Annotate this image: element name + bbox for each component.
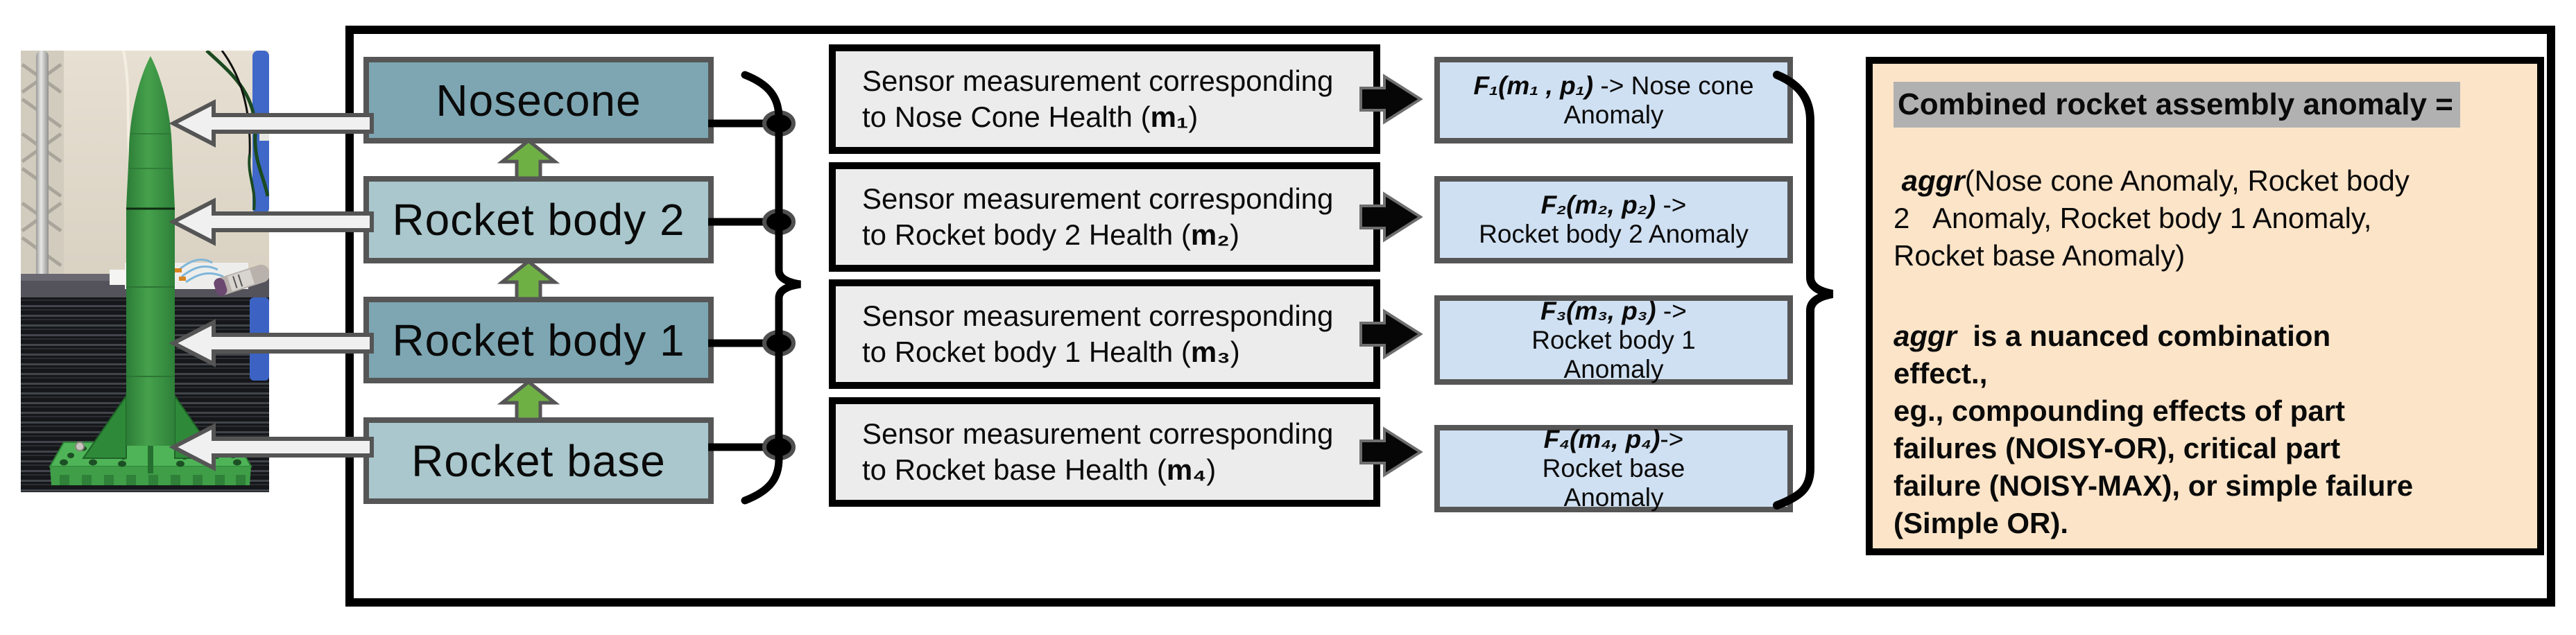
rocket-photo xyxy=(21,51,269,492)
sensor-line2: to Rocket base Health (m₄) xyxy=(862,453,1217,486)
sensor-line1: Sensor measurement corresponding xyxy=(862,182,1334,215)
component-label: Nosecone xyxy=(436,75,642,125)
component-box-rocket-body-1: Rocket body 1 xyxy=(363,297,714,383)
sensor-box-nose-cone: Sensor measurement corresponding to Nose… xyxy=(829,44,1380,154)
function-formula: F₃(m₃, p₃) xyxy=(1540,296,1656,325)
panel-title: Combined rocket assembly anomaly = xyxy=(1894,82,2460,128)
measurement-symbol: m₂ xyxy=(1190,218,1230,251)
anomaly-function-box-rocket-base: F₄(m₄, p₄)-> Rocket base Anomaly xyxy=(1434,425,1793,512)
anomaly-function-box-nose-cone: F₁(m₁ , p₁) -> Nose cone Anomaly xyxy=(1434,57,1793,143)
anomaly-function-box-rocket-body-1: F₃(m₃, p₃) -> Rocket body 1 Anomaly xyxy=(1434,295,1793,385)
component-box-rocket-body-2: Rocket body 2 xyxy=(363,176,714,263)
aggr-function-name: aggr xyxy=(1894,164,1965,197)
component-box-nosecone: Nosecone xyxy=(363,57,714,143)
sensor-line1: Sensor measurement corresponding xyxy=(862,299,1334,332)
sensor-line1: Sensor measurement corresponding xyxy=(862,417,1334,450)
aggr-expression: aggr(Nose cone Anomaly, Rocket body 2 An… xyxy=(1894,164,2410,272)
function-formula: F₄(m₄, p₄) xyxy=(1543,425,1660,453)
aggr-explanation: aggr is a nuanced combination effect., e… xyxy=(1894,320,2414,539)
anomaly-function-box-rocket-body-2: F₂(m₂, p₂) -> Rocket body 2 Anomaly xyxy=(1434,176,1793,263)
component-label: Rocket body 2 xyxy=(392,195,685,245)
measurement-symbol: m₃ xyxy=(1190,336,1230,368)
measurement-symbol: m₁ xyxy=(1150,101,1189,133)
anomaly-function-text: F₄(m₄, p₄)-> Rocket base Anomaly xyxy=(1542,425,1685,512)
sensor-box-rocket-body-1: Sensor measurement corresponding to Rock… xyxy=(829,279,1380,389)
anomaly-function-text: F₃(m₃, p₃) -> Rocket body 1 Anomaly xyxy=(1531,296,1696,383)
sensor-line2: to Rocket body 2 Health (m₂) xyxy=(862,218,1239,251)
sensor-box-rocket-body-2: Sensor measurement corresponding to Rock… xyxy=(829,162,1380,272)
sensor-line2: to Rocket body 1 Health (m₃) xyxy=(862,336,1240,368)
photo-rocket xyxy=(49,56,252,485)
component-label: Rocket base xyxy=(411,435,666,486)
component-label: Rocket body 1 xyxy=(392,315,685,365)
combined-anomaly-panel: Combined rocket assembly anomaly = aggr(… xyxy=(1866,57,2544,555)
function-formula: F₂(m₂, p₂) xyxy=(1540,191,1656,219)
function-formula: F₁(m₁ , p₁) xyxy=(1473,71,1594,100)
anomaly-function-text: F₁(m₁ , p₁) -> Nose cone Anomaly xyxy=(1473,71,1754,129)
sensor-box-rocket-base: Sensor measurement corresponding to Rock… xyxy=(829,397,1380,507)
anomaly-function-text: F₂(m₂, p₂) -> Rocket body 2 Anomaly xyxy=(1479,191,1749,248)
sensor-line1: Sensor measurement corresponding xyxy=(862,64,1334,97)
component-box-rocket-base: Rocket base xyxy=(363,417,714,504)
sensor-line2: to Nose Cone Health (m₁) xyxy=(862,101,1199,133)
measurement-symbol: m₄ xyxy=(1166,453,1207,486)
aggr-function-name: aggr xyxy=(1894,320,1957,352)
